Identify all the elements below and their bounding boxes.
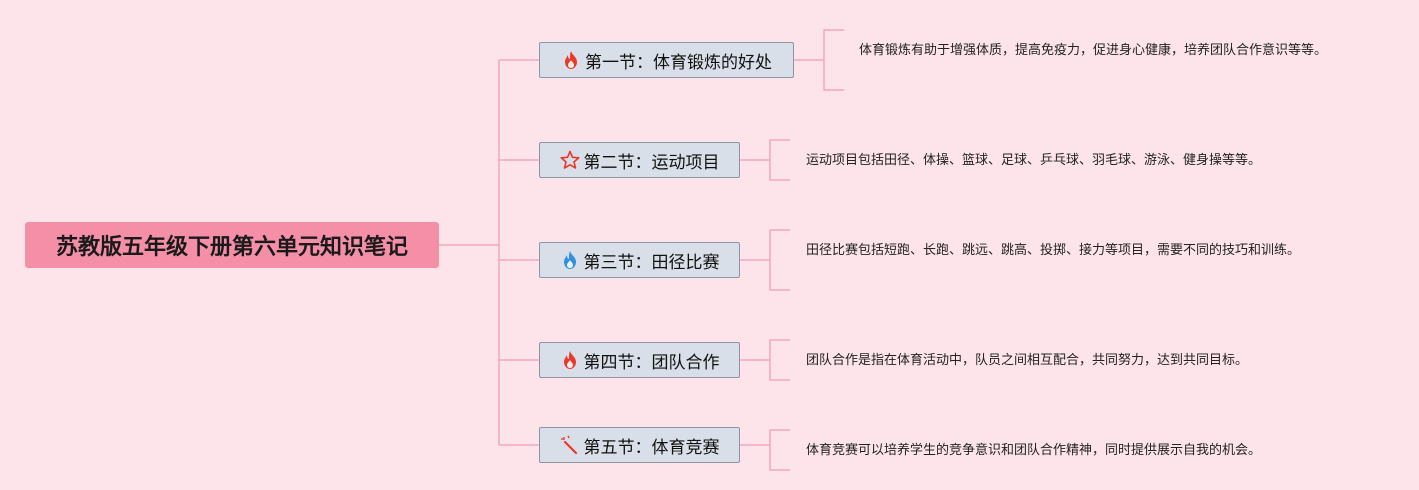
fire-icon — [560, 350, 580, 370]
topic-node-4[interactable]: 第四节：团队合作 — [539, 342, 740, 378]
topic-desc-4: 团队合作是指在体育活动中，队员之间相互配合，共同努力，达到共同目标。 — [806, 353, 1249, 368]
fire-icon — [561, 50, 581, 70]
topic-label-1: 第一节：体育锻炼的好处 — [585, 52, 772, 73]
topic-node-5[interactable]: 第五节：体育竞赛 — [539, 427, 740, 463]
topic-label-5: 第五节：体育竞赛 — [583, 437, 720, 458]
topic-label-3: 第三节：田径比赛 — [583, 252, 720, 273]
topic-label-2: 第二节：运动项目 — [583, 152, 720, 173]
water-drop-icon — [560, 250, 580, 270]
topic-desc-3: 田径比赛包括短跑、长跑、跳远、跳高、投掷、接力等项目，需要不同的技巧和训练。 — [806, 243, 1301, 258]
magic-wand-icon — [560, 435, 580, 455]
root-title: 苏教版五年级下册第六单元知识笔记 — [55, 235, 408, 260]
topic-node-2[interactable]: 第二节：运动项目 — [539, 142, 740, 178]
topic-node-1[interactable]: 第一节：体育锻炼的好处 — [539, 42, 794, 78]
topic-node-3[interactable]: 第三节：田径比赛 — [539, 242, 740, 278]
star-icon — [559, 150, 580, 170]
topic-desc-1: 体育锻炼有助于增强体质，提高免疫力，促进身心健康，培养团队合作意识等等。 — [859, 43, 1328, 58]
root-node[interactable]: 苏教版五年级下册第六单元知识笔记 — [25, 222, 439, 268]
topic-desc-5: 体育竞赛可以培养学生的竞争意识和团队合作精神，同时提供展示自我的机会。 — [806, 443, 1262, 458]
topic-label-4: 第四节：团队合作 — [583, 352, 720, 373]
topic-desc-2: 运动项目包括田径、体操、篮球、足球、乒乓球、羽毛球、游泳、健身操等等。 — [806, 153, 1262, 168]
